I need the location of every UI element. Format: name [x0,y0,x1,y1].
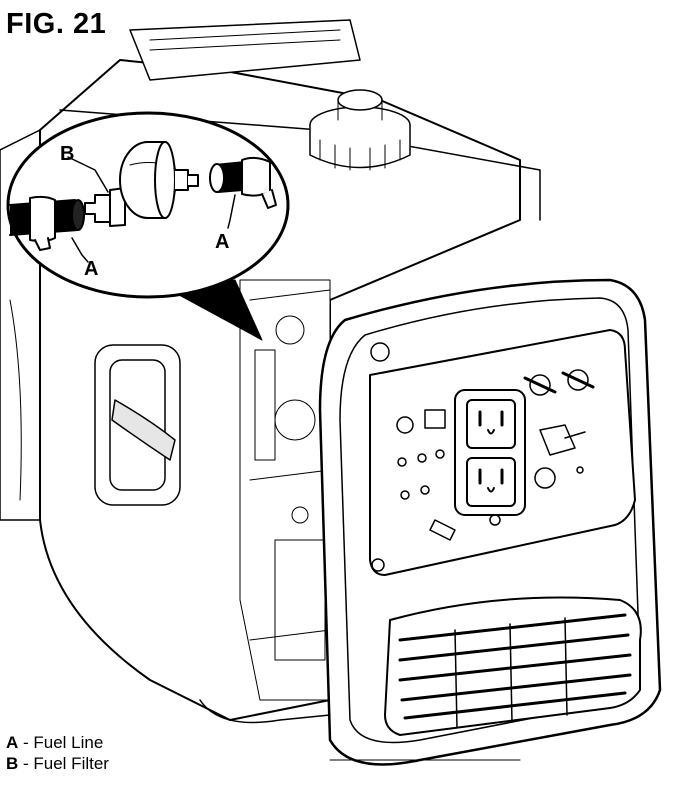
base-foot [199,699,521,761]
legend-item-fuel-line: A - Fuel Line [6,733,103,753]
leader-lines [67,156,236,263]
legend-key: A [6,733,19,752]
fuel-line-right [209,156,277,209]
fuel-cap [309,89,411,171]
legend-separator: - [18,733,34,752]
outlet-assembly [454,389,526,526]
panel-controls [396,369,595,541]
legend-item-fuel-filter: B - Fuel Filter [6,754,109,774]
callout-a-right: A [215,231,229,253]
fuel-filter [84,141,199,227]
engine-internals [239,279,331,701]
side-handle [94,344,181,506]
fuel-line-left [9,195,85,251]
legend-separator: - [18,754,34,773]
legend-text: Fuel Line [33,733,104,752]
legend-key: B [6,754,19,773]
callout-a-left: A [84,258,98,280]
figure-title: FIG. 21 [6,8,107,40]
legend-text: Fuel Filter [33,754,109,773]
vent-grille [384,596,642,736]
carry-handle [129,19,361,81]
callout-b: B [60,143,74,165]
